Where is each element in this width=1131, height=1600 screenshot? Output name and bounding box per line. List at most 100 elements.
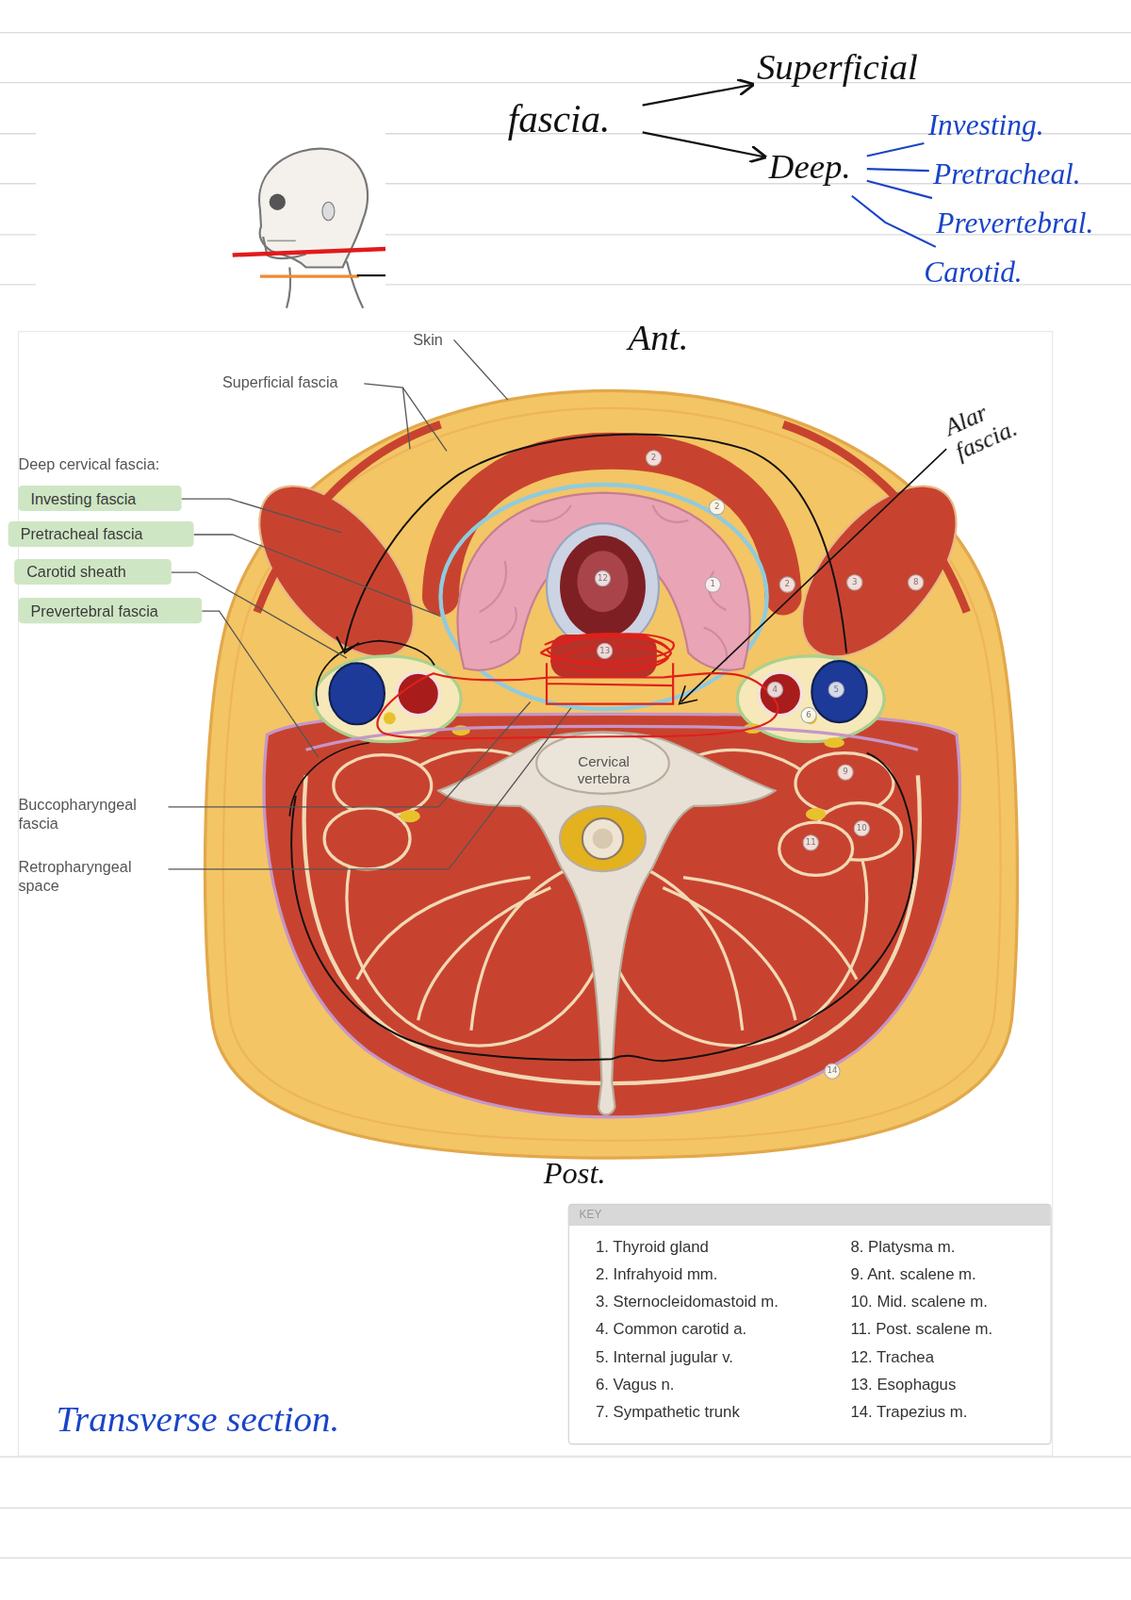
nerve-root — [823, 737, 845, 748]
callout-number: 3 — [846, 573, 863, 591]
node-text: Pretracheal fascia — [20, 521, 195, 547]
callout-text: 11 — [803, 835, 819, 850]
pen-annotations — [681, 448, 947, 702]
pen-annotations — [377, 672, 778, 738]
scalene-muscle — [779, 821, 853, 875]
callout-number: 8 — [907, 573, 924, 591]
callout-number: 9 — [836, 763, 853, 780]
head-thumbnail — [322, 201, 335, 220]
key-entry: 13. Esophagus — [850, 1375, 956, 1394]
node-text: Carotid sheath — [26, 558, 172, 585]
pen-annotations — [289, 434, 947, 1062]
callout-text: 4 — [768, 682, 783, 697]
fascia-label-box: Pretracheal fascia — [8, 521, 195, 547]
callout-text: 6 — [801, 707, 816, 722]
key-entry: 5. Internal jugular v. — [595, 1346, 734, 1365]
handwritten-note: Deep. — [769, 142, 864, 192]
structure-label: Superficial fascia — [222, 373, 376, 392]
key-entry: 10. Mid. scalene m. — [850, 1292, 987, 1311]
orientation-label: Post. — [543, 1155, 636, 1190]
connector-arrow — [867, 143, 925, 156]
nerve-root — [805, 807, 827, 820]
leader-lines — [402, 387, 447, 451]
carotid-sheath — [811, 660, 867, 722]
key-entry: 9. Ant. scalene m. — [850, 1264, 976, 1283]
handwritten-note: Investing. — [928, 103, 1090, 145]
sternocleidomastoid — [772, 458, 985, 684]
cervical-vertebra — [438, 731, 775, 1115]
leader-lines — [454, 339, 509, 400]
notebook-rules — [0, 1557, 1131, 1558]
skin-line — [223, 408, 1001, 1141]
callout-text: 9 — [837, 765, 853, 780]
callout-number: 2 — [708, 498, 725, 515]
fascia-label-box: Carotid sheath — [14, 558, 172, 585]
carotid-sheath — [329, 662, 385, 724]
node-text: fascia. — [508, 94, 640, 144]
callout-text: 1 — [705, 576, 721, 591]
structure-label: Buccopharyngeal fascia — [17, 795, 166, 833]
carotid-sheath — [383, 711, 396, 724]
key-entry: 6. Vagus n. — [595, 1375, 675, 1394]
connector-arrow — [867, 168, 930, 171]
callout-text: 8 — [908, 574, 923, 590]
callout-text: 10 — [854, 820, 869, 836]
connector-group — [642, 84, 936, 247]
node-text: Investing fascia — [30, 485, 181, 511]
skin-outline — [204, 390, 1017, 1158]
callout-text: 13 — [597, 643, 612, 658]
callout-number: 12 — [594, 570, 611, 587]
key-box: KEY1. Thyroid gland2. Infrahyoid mm.3. S… — [568, 1203, 1052, 1444]
structure-label: Cervical vertebra — [559, 753, 648, 787]
callout-number: 5 — [828, 681, 845, 698]
figure-panel — [17, 331, 1052, 1456]
node-text: Carotid. — [923, 250, 1049, 292]
handwritten-note: Pretracheal. — [933, 152, 1095, 194]
spinal-cord — [582, 818, 623, 859]
key-entry: 2. Infrahyoid mm. — [595, 1264, 719, 1283]
node-text: Superficial — [756, 42, 933, 92]
connector-arrow — [642, 131, 766, 157]
callout-number: 14 — [823, 1063, 840, 1080]
head-thumbnail — [35, 129, 386, 308]
callout-text: 2 — [709, 499, 724, 514]
trachea-lumen-highlight — [576, 550, 628, 612]
callout-number: 13 — [596, 642, 613, 659]
callout-number: 1 — [704, 575, 722, 592]
pen-annotations — [289, 742, 369, 817]
structure-label: Skin — [412, 330, 475, 349]
notebook-rules — [0, 1456, 1131, 1458]
spinal-canal — [559, 805, 646, 871]
leader-lines — [168, 707, 572, 869]
posterior-muscles — [263, 713, 960, 1116]
carotid-sheath — [758, 672, 802, 715]
pen-annotations — [540, 633, 673, 705]
notebook-rules — [0, 81, 1131, 83]
fascia-label-box: Prevertebral fascia — [17, 597, 202, 623]
node-text: Deep. — [769, 142, 864, 192]
node-text: Prevertebral fascia — [30, 597, 202, 623]
callout-text: 2 — [780, 576, 795, 591]
group-heading: Deep cervical fascia: — [17, 455, 222, 474]
pen-annotations — [679, 685, 698, 704]
structure-label: Retropharyngeal space — [17, 857, 166, 895]
notebook-rules — [0, 32, 1131, 1558]
carotid-sheath — [396, 672, 440, 715]
head-thumbnail — [260, 275, 360, 279]
callout-text: 3 — [847, 574, 862, 590]
callout-text: 5 — [829, 682, 844, 697]
nerve-root — [399, 809, 421, 822]
key-entry: 3. Sternocleidomastoid m. — [595, 1292, 779, 1311]
callout-text: 14 — [824, 1064, 839, 1079]
node-text: Investing. — [928, 103, 1090, 145]
head-thumbnail — [35, 129, 386, 308]
trachea — [546, 523, 659, 650]
key-entry: 14. Trapezius m. — [850, 1402, 968, 1421]
connector-arrow — [852, 196, 936, 247]
leader-lines — [201, 610, 318, 757]
key-entry: 1. Thyroid gland — [595, 1237, 709, 1256]
